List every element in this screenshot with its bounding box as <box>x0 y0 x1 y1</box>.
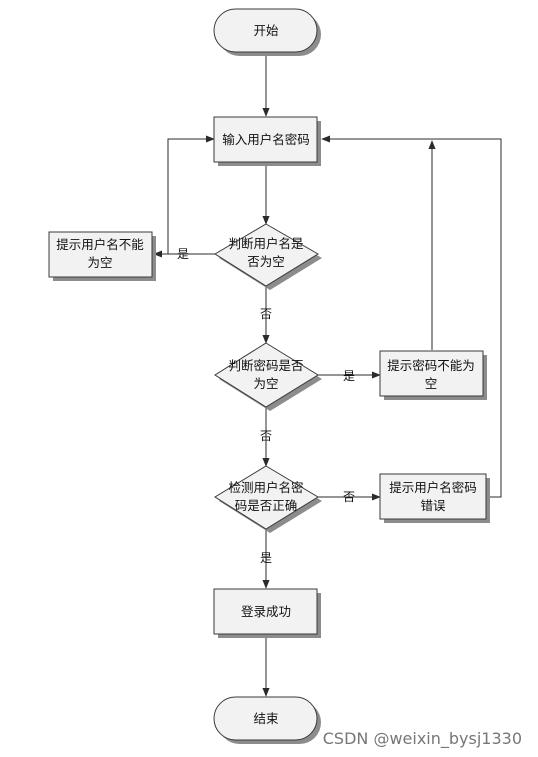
check-username-decision: 判断用户名是 否为空 <box>214 223 322 290</box>
edge-label-user-yes: 是 <box>177 247 189 261</box>
start-label: 开始 <box>253 23 279 38</box>
verify-line2: 码是否正确 <box>235 498 298 513</box>
msg-username-line1: 提示用户名不能 <box>56 237 144 252</box>
success-label: 登录成功 <box>241 604 291 619</box>
check-username-line1: 判断用户名是 <box>228 236 304 251</box>
verify-line1: 检测用户名密 <box>228 480 303 495</box>
connectors <box>153 52 502 697</box>
msg-password-line1: 提示密码不能为 <box>387 358 475 373</box>
msg-username-empty-process: 提示用户名不能 为空 <box>48 231 156 281</box>
check-username-line2: 否为空 <box>247 254 285 269</box>
end-label: 结束 <box>253 711 279 726</box>
check-password-decision: 判断密码是否 为空 <box>214 342 322 411</box>
start-terminator: 开始 <box>213 8 321 56</box>
verify-credentials-decision: 检测用户名密 码是否正确 <box>214 465 322 533</box>
msg-wrong-credentials-process: 提示用户名密码 错误 <box>379 473 490 523</box>
input-label: 输入用户名密码 <box>222 132 310 147</box>
edge-label-pwd-yes: 是 <box>343 369 355 383</box>
arrow-msg-wrong-to-input <box>321 135 502 498</box>
edge-label-pwd-no: 否 <box>260 429 272 443</box>
input-process: 输入用户名密码 <box>213 116 321 166</box>
arrow-msg-user-to-input <box>167 135 215 254</box>
login-success-process: 登录成功 <box>213 588 321 638</box>
msg-username-line2: 为空 <box>87 255 112 270</box>
check-password-line2: 为空 <box>253 376 278 391</box>
check-password-line1: 判断密码是否 <box>228 358 303 373</box>
msg-password-line2: 空 <box>425 376 438 391</box>
watermark-text: CSDN @weixin_bysj1330 <box>323 729 522 749</box>
end-terminator: 结束 <box>213 696 321 744</box>
msg-password-empty-process: 提示密码不能为 空 <box>379 350 487 400</box>
msg-wrong-line2: 错误 <box>420 498 446 513</box>
edge-label-verify-no: 否 <box>343 490 355 504</box>
edge-label-verify-yes: 是 <box>260 551 272 565</box>
edge-label-user-no: 否 <box>260 307 272 321</box>
msg-wrong-line1: 提示用户名密码 <box>389 480 477 495</box>
